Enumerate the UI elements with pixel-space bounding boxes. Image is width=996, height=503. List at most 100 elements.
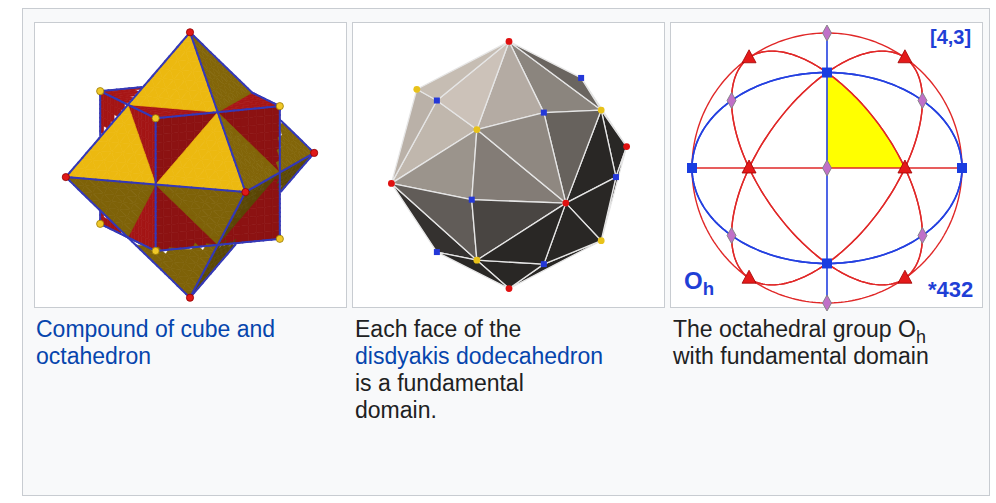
- polyhedron-face: [233, 118, 241, 127]
- symmetry-sphere: [687, 25, 967, 311]
- polyhedron-face: [200, 82, 211, 92]
- twofold-marker: [823, 295, 832, 311]
- polyhedron-face: [257, 199, 265, 208]
- polyhedron-face: [141, 165, 152, 175]
- polyhedron-face: [131, 135, 142, 145]
- polyhedron-face: [137, 197, 148, 205]
- polyhedron-face: [144, 184, 155, 192]
- polyhedron-face: [249, 133, 257, 142]
- polyhedron-face: [187, 231, 195, 240]
- caption-link: disdyakis dodecahedron: [355, 343, 655, 370]
- polyhedron-face: [145, 113, 148, 123]
- vertex-dot: [578, 75, 584, 81]
- polyhedron-face: [156, 200, 164, 209]
- vertex-dot: [311, 149, 318, 156]
- polyhedron-face: [227, 204, 238, 212]
- polyhedron-face: [118, 100, 121, 110]
- polyhedron-face: [200, 257, 211, 265]
- polyhedron-face: [156, 217, 164, 226]
- fourfold-marker: [822, 258, 832, 268]
- polyhedron-face: [477, 113, 566, 204]
- disdyakis-dodecahedron: [388, 38, 630, 292]
- polyhedron-face: [249, 208, 257, 217]
- polyhedron-face: [257, 224, 265, 233]
- vertex-dot: [598, 237, 605, 244]
- cube-octahedron-compound: [62, 29, 318, 302]
- mirror-circle: [692, 33, 962, 303]
- polyhedron-face: [264, 206, 272, 215]
- twofold-marker: [918, 93, 927, 109]
- polyhedron-face: [217, 132, 228, 142]
- polyhedron-face: [156, 126, 164, 135]
- polyhedron-face: [186, 42, 197, 52]
- polyhedron-face: [417, 41, 509, 100]
- polyhedron-face: [264, 231, 272, 240]
- threefold-marker: [898, 50, 912, 63]
- polyhedron-face: [127, 125, 138, 135]
- vertex-dot: [541, 261, 547, 267]
- vertex-dot: [506, 38, 513, 45]
- polyhedron-face: [156, 234, 164, 243]
- figure-label: *432: [928, 278, 973, 302]
- twofold-marker: [727, 228, 736, 244]
- polyhedron-face: [264, 132, 272, 141]
- polyhedron-face: [224, 152, 235, 162]
- vertex-dot: [473, 257, 480, 264]
- polyhedron-face: [163, 225, 171, 234]
- polyhedron-face: [241, 117, 249, 126]
- polyhedron-face: [171, 124, 179, 133]
- caption-text: The octahedral group O: [673, 316, 916, 342]
- polyhedron-face: [127, 217, 138, 225]
- polyhedron-face: [264, 115, 272, 124]
- polyhedron-face: [179, 140, 187, 149]
- polyhedron-face: [156, 151, 164, 160]
- caption: Each face of thedisdyakis dodecahedronis…: [355, 316, 655, 424]
- polyhedron-edge: [281, 187, 285, 192]
- polyhedron-face: [142, 111, 145, 121]
- polyhedron-face: [179, 231, 187, 240]
- twofold-marker: [918, 228, 927, 244]
- group-subscript: h: [703, 278, 714, 299]
- polyhedron-face: [144, 175, 155, 185]
- polyhedron-face: [477, 203, 566, 264]
- polyhedron-face: [187, 131, 195, 140]
- figure-label: Oh: [684, 268, 714, 294]
- polyhedron-face: [124, 223, 135, 231]
- polyhedron-face: [187, 239, 195, 248]
- polyhedron-face: [203, 92, 214, 102]
- polyhedron-face: [213, 231, 224, 239]
- caption-text: Each face of the: [355, 316, 655, 343]
- polyhedron-face: [137, 155, 148, 165]
- polyhedron-face: [194, 122, 202, 131]
- polyhedron-face: [171, 224, 179, 233]
- polyhedron-face: [135, 108, 138, 118]
- polyhedron-face: [186, 284, 197, 292]
- twofold-marker: [823, 25, 832, 41]
- vertex-dot: [562, 200, 569, 207]
- polyhedron-face: [196, 72, 207, 82]
- vertex-dot: [97, 220, 104, 227]
- threefold-marker: [898, 270, 912, 283]
- polyhedron-face: [227, 162, 238, 172]
- caption: Compound of cube and octahedron: [36, 316, 326, 370]
- polyhedron-face: [163, 142, 171, 151]
- caption: The octahedral group Ohwith fundamental …: [673, 316, 978, 370]
- fundamental-domain: [827, 73, 905, 168]
- polyhedron-face: [171, 141, 179, 150]
- polyhedron-face: [249, 233, 257, 242]
- polyhedron-face: [163, 158, 171, 167]
- polyhedron-face: [272, 222, 280, 231]
- threefold-marker: [898, 160, 912, 173]
- vertex-dot: [186, 29, 193, 36]
- polyhedron-face: [141, 190, 152, 198]
- vertex-dot: [152, 247, 159, 254]
- twofold-marker: [823, 160, 832, 176]
- polyhedron-face: [171, 232, 179, 241]
- polyhedron-face: [264, 140, 272, 149]
- polyhedron-face: [114, 98, 117, 108]
- figure-label: [4,3]: [930, 26, 971, 48]
- polyhedron-face: [156, 209, 164, 218]
- group-symbol: O: [684, 267, 703, 294]
